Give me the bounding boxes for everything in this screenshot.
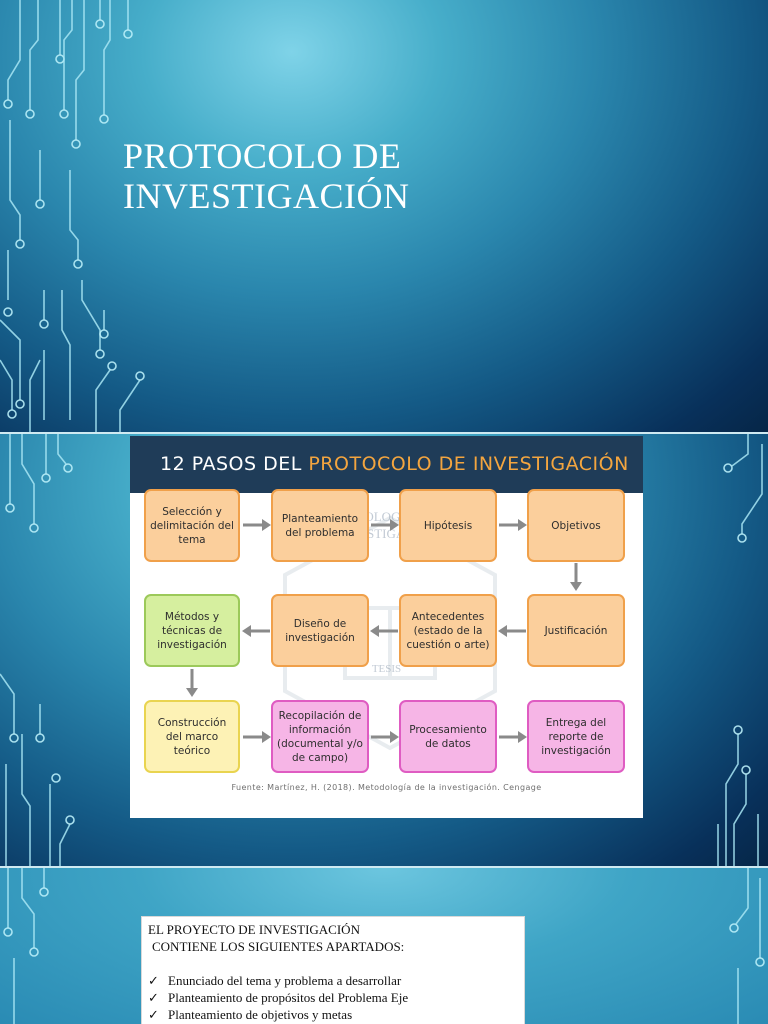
slide-diagram: 12 PASOS DEL PROTOCOLO DE INVESTIGACIÓN … xyxy=(0,434,768,866)
checkmark-icon: ✓ xyxy=(148,973,159,988)
list-item: ✓ Planteamiento de objetivos y metas xyxy=(148,1006,518,1023)
circuit-decoration-left xyxy=(0,434,75,866)
protocol-diagram: 12 PASOS DEL PROTOCOLO DE INVESTIGACIÓN … xyxy=(130,436,643,818)
flow-arrows xyxy=(186,519,582,743)
step-9-box: Construcción del marco teórico xyxy=(144,700,240,773)
list-item-text: Planteamiento de objetivos y metas xyxy=(168,1007,353,1022)
watermark-text-3: TESIS xyxy=(371,663,402,675)
slide-divider xyxy=(0,866,768,868)
diagram-title-part2: PROTOCOLO DE INVESTIGACIÓN xyxy=(308,453,629,475)
step-4-box: Objetivos xyxy=(527,489,625,562)
textbox-subheading: CONTIENE LOS SIGUIENTES APARTADOS: xyxy=(152,939,405,954)
sections-list: ✓ Enunciado del tema y problema a desarro… xyxy=(148,972,518,1023)
step-2-box: Planteamiento del problema xyxy=(271,489,369,562)
slide-contents: EL PROYECTO DE INVESTIGACIÓN CONTIENE LO… xyxy=(0,868,768,1024)
list-item: ✓ Planteamiento de propósitos del Problem… xyxy=(148,989,518,1006)
step-1-box: Selección y delimitación del tema xyxy=(144,489,240,562)
diagram-title-part1: 12 PASOS DEL xyxy=(160,453,309,475)
circuit-decoration-left xyxy=(0,0,145,432)
circuit-decoration-right xyxy=(729,868,765,1024)
circuit-decoration-right xyxy=(717,434,763,866)
project-sections-textbox: EL PROYECTO DE INVESTIGACIÓN CONTIENE LO… xyxy=(141,916,525,1024)
diagram-source: Fuente: Martínez, H. (2018). Metodología… xyxy=(231,783,542,792)
circuit-decoration-left xyxy=(3,868,49,1024)
checkmark-icon: ✓ xyxy=(148,990,159,1005)
list-item-text: Planteamiento de propósitos del Problema… xyxy=(168,990,409,1005)
list-item: ✓ Enunciado del tema y problema a desarro… xyxy=(148,972,518,989)
step-6-box: Antecedentes (estado de la cuestión o ar… xyxy=(399,594,497,667)
diagram-title: 12 PASOS DEL PROTOCOLO DE INVESTIGACIÓN xyxy=(160,453,629,475)
step-8-box: Métodos y técnicas de investigación xyxy=(144,594,240,667)
list-item-text: Enunciado del tema y problema a desarrol… xyxy=(168,973,402,988)
step-5-box: Justificación xyxy=(527,594,625,667)
step-12-box: Entrega del reporte de investigación xyxy=(527,700,625,773)
step-11-box: Procesamiento de datos xyxy=(399,700,497,773)
step-3-box: Hipótesis xyxy=(399,489,497,562)
diagram-body: METODOLOGÍA DE LA INVESTIGACIÓN TESIS Se… xyxy=(130,489,643,818)
checkmark-icon: ✓ xyxy=(148,1007,159,1022)
title-line-1: PROTOCOLO DE xyxy=(123,136,402,176)
slide-divider xyxy=(0,432,768,434)
slide-title: PROTOCOLO DE INVESTIGACIÓN xyxy=(0,0,768,432)
slide-title-text: PROTOCOLO DE INVESTIGACIÓN xyxy=(123,136,409,216)
step-10-box: Recopilación de información (documental … xyxy=(271,700,369,773)
textbox-heading: EL PROYECTO DE INVESTIGACIÓN xyxy=(148,922,360,937)
diagram-header: 12 PASOS DEL PROTOCOLO DE INVESTIGACIÓN xyxy=(130,436,643,493)
title-line-2: INVESTIGACIÓN xyxy=(123,176,410,216)
step-7-box: Diseño de investigación xyxy=(271,594,369,667)
